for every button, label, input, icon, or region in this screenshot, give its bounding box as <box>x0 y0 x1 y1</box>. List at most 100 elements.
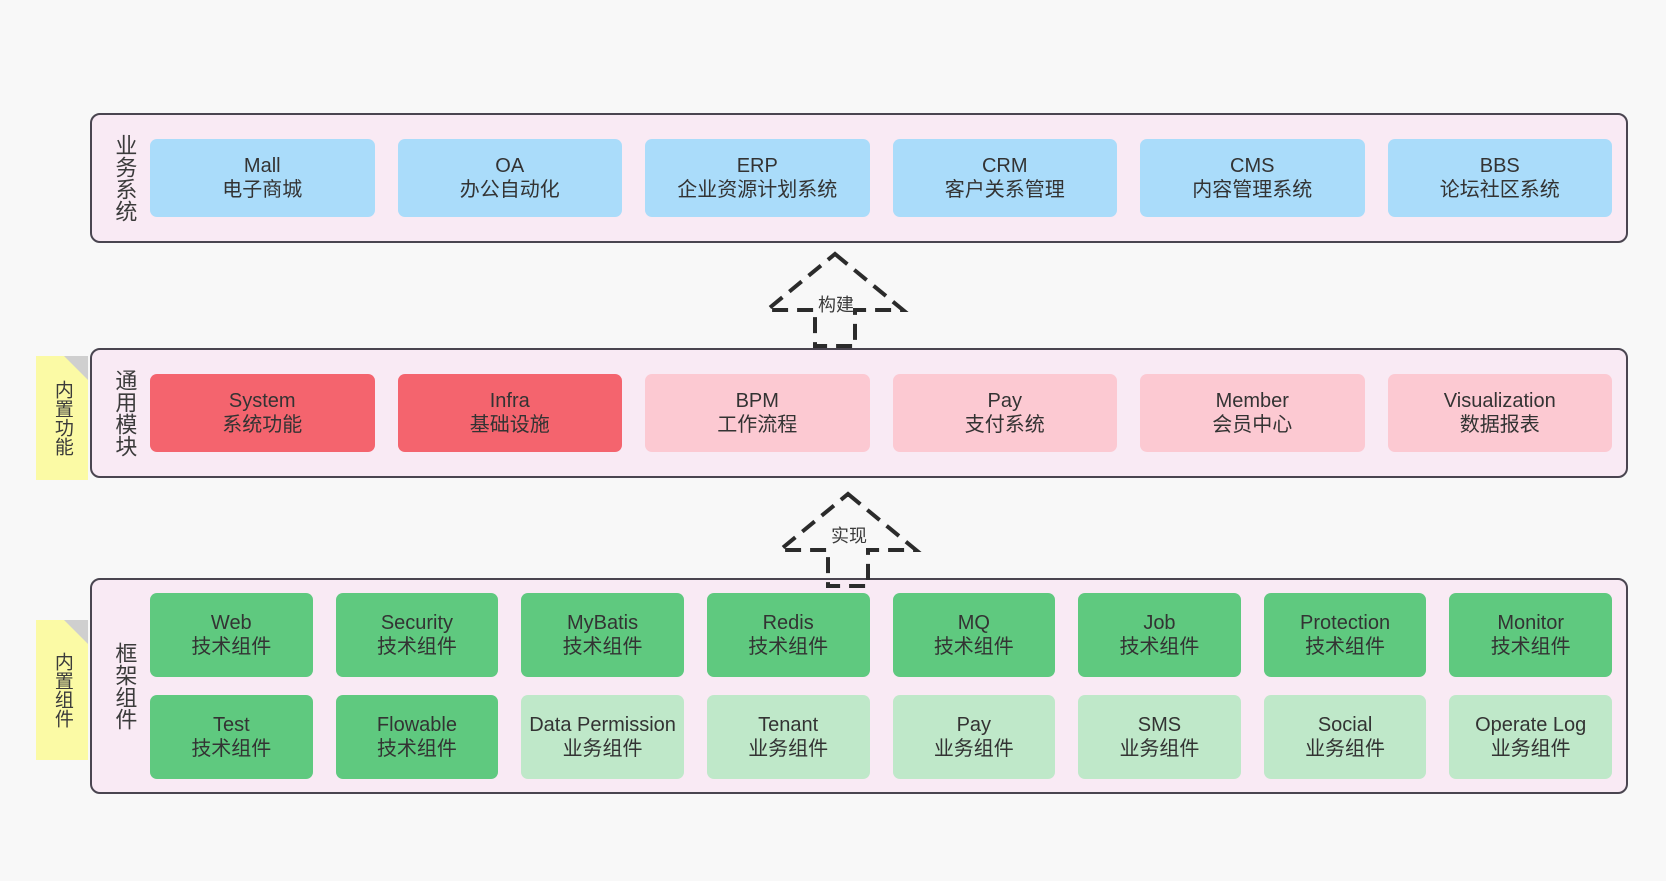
node-cms-desc: 内容管理系统 <box>1192 179 1313 201</box>
sticky-note-builtin-functions: 内置功能 <box>36 356 88 480</box>
layer-business-body: Mall 电子商城 OA 办公自动化 ERP 企业资源计划系统 CRM 客户关系… <box>146 115 1626 241</box>
node-social-name: Social <box>1317 713 1373 736</box>
node-oa-name: OA <box>495 154 525 177</box>
node-pay-component[interactable]: Pay 业务组件 <box>892 695 1056 779</box>
node-sms[interactable]: SMS 业务组件 <box>1078 695 1241 779</box>
node-bpm[interactable]: BPM 工作流程 <box>645 374 870 452</box>
layer-framework-row-biz: Test 技术组件 Flowable 技术组件 Data Permission … <box>150 695 1612 779</box>
node-visualization-desc: 数据报表 <box>1459 414 1540 436</box>
node-visualization-name: Visualization <box>1443 389 1556 412</box>
node-job-name: Job <box>1143 611 1176 634</box>
node-social-desc: 业务组件 <box>1305 738 1386 760</box>
node-tenant[interactable]: Tenant 业务组件 <box>706 695 870 779</box>
arrow-implement <box>768 488 928 588</box>
node-crm-name: CRM <box>981 154 1028 177</box>
node-oa[interactable]: OA 办公自动化 <box>397 139 622 217</box>
node-web-name: Web <box>210 611 252 634</box>
sticky-note-builtin-components: 内置组件 <box>36 620 88 760</box>
node-sms-name: SMS <box>1137 713 1182 736</box>
node-operate-log-name: Operate Log <box>1475 713 1587 736</box>
node-pay-component-name: Pay <box>956 713 992 736</box>
node-security-name: Security <box>380 611 454 634</box>
layer-business-label: 业务系统 <box>112 134 138 222</box>
node-pay-module[interactable]: Pay 支付系统 <box>892 374 1117 452</box>
node-pay-module-name: Pay <box>987 389 1022 412</box>
node-crm-desc: 客户关系管理 <box>944 179 1065 201</box>
node-mq-desc: 技术组件 <box>933 636 1014 658</box>
node-test-desc: 技术组件 <box>191 738 272 760</box>
node-system[interactable]: System 系统功能 <box>150 374 375 452</box>
node-mybatis-name: MyBatis <box>567 611 639 634</box>
node-operate-log-desc: 业务组件 <box>1490 738 1571 760</box>
node-member[interactable]: Member 会员中心 <box>1140 374 1365 452</box>
node-social[interactable]: Social 业务组件 <box>1263 695 1427 779</box>
node-mq[interactable]: MQ 技术组件 <box>892 593 1056 677</box>
layer-modules-body: System 系统功能 Infra 基础设施 BPM 工作流程 Pay 支付系统… <box>146 350 1626 476</box>
page-fold-icon <box>64 620 88 644</box>
layer-framework-body: Web 技术组件 Security 技术组件 MyBatis 技术组件 Redi… <box>146 580 1626 792</box>
arrow-implement-label: 实现 <box>831 526 867 546</box>
node-flowable[interactable]: Flowable 技术组件 <box>335 695 499 779</box>
layer-modules-label: 通用模块 <box>112 369 138 457</box>
node-oa-desc: 办公自动化 <box>459 179 560 201</box>
node-web[interactable]: Web 技术组件 <box>150 593 313 677</box>
node-redis-desc: 技术组件 <box>748 636 829 658</box>
node-cms-name: CMS <box>1230 154 1275 177</box>
node-data-permission-name: Data Permission <box>529 713 676 736</box>
node-job[interactable]: Job 技术组件 <box>1078 593 1241 677</box>
layer-business-systems: 业务系统 Mall 电子商城 OA 办公自动化 ERP 企业资源计划系统 CRM… <box>90 113 1628 243</box>
layer-business-row: Mall 电子商城 OA 办公自动化 ERP 企业资源计划系统 CRM 客户关系… <box>150 139 1612 217</box>
node-operate-log[interactable]: Operate Log 业务组件 <box>1449 695 1612 779</box>
node-bbs-desc: 论坛社区系统 <box>1439 179 1560 201</box>
node-erp-name: ERP <box>736 154 778 177</box>
node-bbs[interactable]: BBS 论坛社区系统 <box>1387 139 1612 217</box>
sticky-note-builtin-functions-text: 内置功能 <box>51 380 73 456</box>
node-member-name: Member <box>1215 389 1289 412</box>
node-infra[interactable]: Infra 基础设施 <box>397 374 622 452</box>
node-system-name: System <box>228 389 296 412</box>
node-job-desc: 技术组件 <box>1119 636 1200 658</box>
arrow-build-label: 构建 <box>818 295 854 315</box>
node-redis-name: Redis <box>762 611 814 634</box>
node-monitor[interactable]: Monitor 技术组件 <box>1449 593 1612 677</box>
node-visualization[interactable]: Visualization 数据报表 <box>1387 374 1612 452</box>
node-cms[interactable]: CMS 内容管理系统 <box>1140 139 1365 217</box>
node-monitor-name: Monitor <box>1497 611 1565 634</box>
layer-common-modules: 通用模块 System 系统功能 Infra 基础设施 BPM 工作流程 Pay… <box>90 348 1628 478</box>
node-mall[interactable]: Mall 电子商城 <box>150 139 375 217</box>
node-infra-desc: 基础设施 <box>469 414 550 436</box>
node-erp-desc: 企业资源计划系统 <box>677 179 838 201</box>
node-crm[interactable]: CRM 客户关系管理 <box>892 139 1117 217</box>
node-mybatis[interactable]: MyBatis 技术组件 <box>521 593 684 677</box>
node-mall-desc: 电子商城 <box>222 179 303 201</box>
node-security-desc: 技术组件 <box>376 636 457 658</box>
layer-framework-components: 框架组件 Web 技术组件 Security 技术组件 MyBatis 技术组件… <box>90 578 1628 794</box>
node-pay-component-desc: 业务组件 <box>933 738 1014 760</box>
node-test[interactable]: Test 技术组件 <box>150 695 313 779</box>
node-mybatis-desc: 技术组件 <box>562 636 643 658</box>
node-protection-name: Protection <box>1300 611 1391 634</box>
node-infra-name: Infra <box>489 389 530 412</box>
layer-framework-label: 框架组件 <box>112 642 138 730</box>
node-mq-name: MQ <box>957 611 990 634</box>
layer-framework-row-tech: Web 技术组件 Security 技术组件 MyBatis 技术组件 Redi… <box>150 593 1612 677</box>
node-protection-desc: 技术组件 <box>1305 636 1386 658</box>
node-redis[interactable]: Redis 技术组件 <box>706 593 870 677</box>
node-flowable-name: Flowable <box>376 713 457 736</box>
node-sms-desc: 业务组件 <box>1119 738 1200 760</box>
node-data-permission[interactable]: Data Permission 业务组件 <box>521 695 684 779</box>
sticky-note-builtin-components-text: 内置组件 <box>51 652 73 728</box>
node-flowable-desc: 技术组件 <box>376 738 457 760</box>
node-test-name: Test <box>212 713 250 736</box>
node-system-desc: 系统功能 <box>222 414 303 436</box>
page-fold-icon <box>64 356 88 380</box>
node-bpm-name: BPM <box>735 389 779 412</box>
node-tenant-desc: 业务组件 <box>748 738 829 760</box>
node-member-desc: 会员中心 <box>1212 414 1293 436</box>
node-protection[interactable]: Protection 技术组件 <box>1263 593 1427 677</box>
node-erp[interactable]: ERP 企业资源计划系统 <box>645 139 870 217</box>
node-data-permission-desc: 业务组件 <box>562 738 643 760</box>
node-security[interactable]: Security 技术组件 <box>335 593 499 677</box>
node-bpm-desc: 工作流程 <box>717 414 798 436</box>
